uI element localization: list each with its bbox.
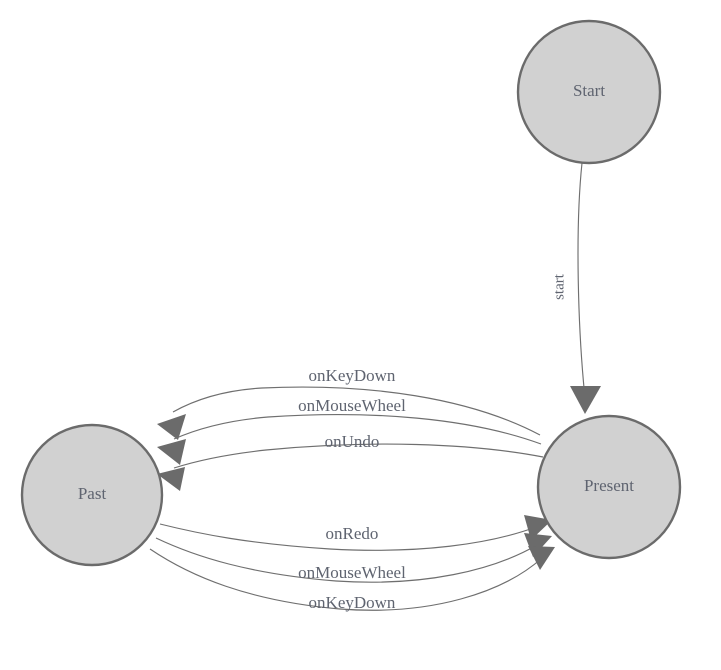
edge-past-present-onkeydown[interactable] <box>149 546 555 611</box>
edge-past-present-onmousewheel-path <box>155 537 538 583</box>
node-present-label: Present <box>584 476 634 495</box>
edge-label-onkeydown-top: onKeyDown <box>309 366 396 385</box>
edge-start[interactable] <box>570 162 601 414</box>
edge-label-onundo: onUndo <box>325 432 380 451</box>
edge-present-past-onundo-arrowhead <box>157 467 185 491</box>
edge-label-onmousewheel-top: onMouseWheel <box>298 396 406 415</box>
node-past-circle <box>20 423 164 567</box>
edge-present-past-onmousewheel-arrowhead <box>157 439 186 465</box>
node-past[interactable]: Past <box>20 423 164 567</box>
edge-present-past-onmousewheel[interactable] <box>157 414 542 465</box>
edge-past-present-onkeydown-arrowhead <box>528 546 555 570</box>
node-past-label: Past <box>78 484 107 503</box>
edge-present-past-onmousewheel-path <box>173 414 542 445</box>
edge-present-past-onkeydown[interactable] <box>157 386 541 440</box>
edge-present-past-onundo[interactable] <box>157 443 544 491</box>
edge-label-onmousewheel-bottom: onMouseWheel <box>298 563 406 582</box>
edge-present-past-onundo-path <box>173 443 544 469</box>
node-present-circle <box>536 414 682 560</box>
edge-label-onkeydown-bottom: onKeyDown <box>309 593 396 612</box>
node-present[interactable]: Present <box>536 414 682 560</box>
edge-start-arrowhead <box>570 386 601 414</box>
edge-label-onredo: onRedo <box>326 524 379 543</box>
edge-label-start: start <box>551 273 567 300</box>
edge-start-path <box>577 162 586 399</box>
edge-past-present-onkeydown-path <box>149 548 543 611</box>
edge-present-past-onkeydown-arrowhead <box>157 414 186 440</box>
node-start-circle <box>516 19 662 165</box>
node-start[interactable]: Start <box>516 19 662 165</box>
node-start-label: Start <box>573 81 605 100</box>
edge-present-past-onkeydown-path <box>172 386 541 436</box>
edge-past-present-onredo-path <box>159 523 537 551</box>
